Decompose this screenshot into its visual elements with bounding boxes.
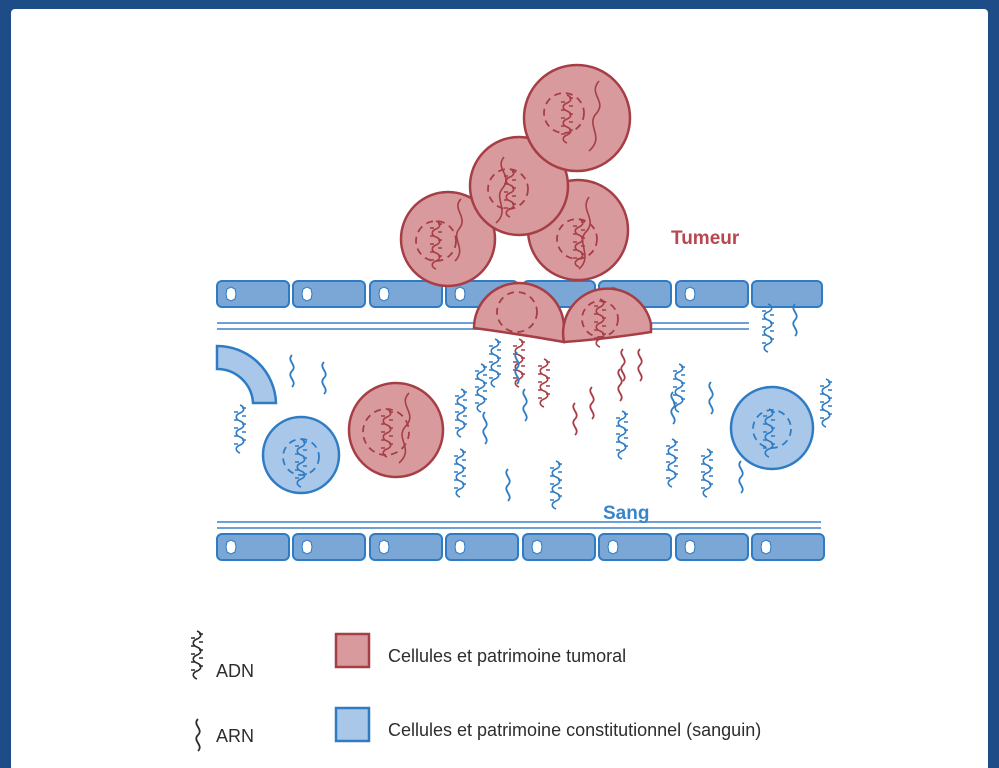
circulating-tumor-cell [349, 383, 443, 477]
ctdna-diagram: Tumeur Sang ADN ARN Cellules et patrimoi… [11, 9, 988, 768]
diagram-frame: Tumeur Sang ADN ARN Cellules et patrimoi… [11, 9, 988, 768]
blood-cell-left [263, 417, 339, 493]
rna-legend-icon [196, 719, 199, 751]
blood-label: Sang [603, 503, 649, 524]
blood-cell-left-partial [217, 346, 276, 403]
dna-legend-icon [191, 631, 203, 679]
legend: ADN ARN Cellules et patrimoine tumoral C… [191, 631, 761, 751]
tumor-label: Tumeur [671, 228, 740, 249]
legend-rna-label: ARN [216, 726, 254, 746]
legend-tumor-label: Cellules et patrimoine tumoral [388, 646, 626, 666]
blood-cell-right [731, 387, 813, 469]
legend-blood-label: Cellules et patrimoine constitutionnel (… [388, 720, 761, 740]
legend-dna-label: ADN [216, 661, 254, 681]
tumor-swatch [336, 634, 369, 667]
blood-swatch [336, 708, 369, 741]
tumor-shed-fragments [513, 339, 642, 435]
lower-vessel-wall [217, 522, 824, 560]
